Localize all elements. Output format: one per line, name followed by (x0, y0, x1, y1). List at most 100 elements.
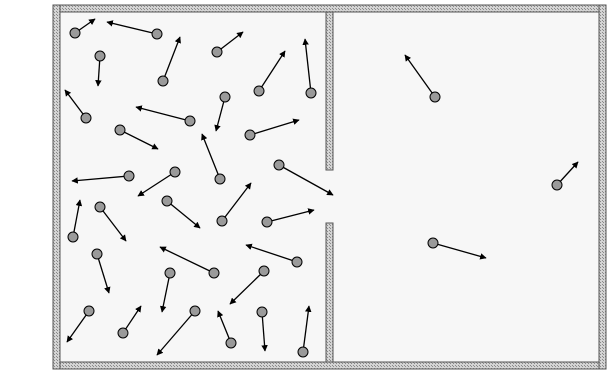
molecule (94, 50, 106, 87)
molecule (427, 237, 487, 260)
molecule (245, 243, 303, 268)
velocity-arrow (64, 89, 87, 119)
left-wall (52, 4, 61, 370)
molecule-particle (297, 346, 309, 358)
molecule (157, 36, 181, 87)
velocity-arrow (302, 305, 312, 353)
molecule-particle (256, 306, 268, 318)
velocity-arrow (119, 129, 159, 150)
velocity-arrow (135, 105, 191, 122)
velocity-arrow (404, 54, 436, 98)
molecule-particle (211, 46, 223, 58)
molecule (159, 246, 220, 279)
molecule-particle (151, 28, 163, 40)
molecule (114, 124, 159, 150)
partition-lower (325, 222, 334, 363)
molecule-particle (305, 87, 317, 99)
velocity-arrow (72, 199, 83, 238)
right-wall (598, 4, 607, 370)
molecule-particle (123, 170, 135, 182)
molecule-particle (157, 75, 169, 87)
velocity-arrow (96, 253, 111, 294)
velocity-arrow (245, 243, 298, 263)
velocity-arrow (214, 96, 226, 132)
top-wall (52, 4, 607, 13)
molecule (159, 267, 176, 313)
velocity-arrow (156, 310, 196, 356)
partition (325, 11, 334, 363)
molecule (91, 248, 111, 294)
velocity-arrow (66, 310, 90, 343)
molecule (256, 306, 268, 352)
molecule-particle (184, 115, 196, 127)
molecule-particle (427, 237, 439, 249)
velocity-arrow (71, 175, 130, 184)
molecule-particle (214, 173, 226, 185)
molecule (71, 170, 135, 184)
velocity-arrow (106, 20, 158, 35)
velocity-arrow (258, 50, 286, 92)
molecule (137, 166, 181, 197)
molecule-particle (94, 201, 106, 213)
molecule (106, 20, 163, 40)
partition-upper (325, 11, 334, 171)
velocity-arrow (432, 242, 487, 260)
molecule (201, 133, 226, 185)
molecule (273, 159, 334, 196)
molecule (211, 31, 244, 58)
molecule (261, 208, 315, 228)
molecule (302, 38, 317, 99)
molecule (64, 89, 92, 124)
molecule (94, 201, 127, 242)
molecule (229, 265, 270, 305)
molecule-particle (114, 124, 126, 136)
velocity-arrow (221, 182, 252, 222)
molecules-layer (64, 18, 579, 358)
molecule-particle (253, 85, 265, 97)
velocity-arrow (201, 133, 221, 180)
molecule-particle (208, 267, 220, 279)
molecule (404, 54, 441, 103)
molecule-particle (244, 129, 256, 141)
velocity-arrow (229, 270, 265, 305)
molecule-particle (551, 179, 563, 191)
velocity-arrow (302, 38, 312, 94)
molecule-particle (164, 267, 176, 279)
velocity-arrow (99, 206, 127, 242)
molecule-particle (219, 91, 231, 103)
molecule (117, 305, 142, 339)
molecule-particle (189, 305, 201, 317)
molecule-particle (273, 159, 285, 171)
velocity-arrow (137, 171, 176, 197)
molecule-particle (67, 231, 79, 243)
molecule-particle (261, 216, 273, 228)
molecule (297, 305, 312, 358)
velocity-arrow (261, 311, 268, 352)
molecule (69, 18, 96, 39)
molecule (216, 182, 252, 227)
velocity-arrow (159, 246, 215, 274)
bottom-wall (52, 361, 607, 370)
molecule-particle (69, 27, 81, 39)
molecule-particle (94, 50, 106, 62)
molecule (214, 91, 231, 132)
molecule-particle (216, 215, 228, 227)
molecule (217, 310, 237, 349)
velocity-arrow (278, 164, 334, 196)
velocity-arrow (162, 36, 181, 82)
molecule-particle (169, 166, 181, 178)
molecule-particle (258, 265, 270, 277)
molecule (156, 305, 201, 356)
velocity-arrow (249, 118, 300, 136)
velocity-arrow (266, 208, 315, 223)
molecule-particle (83, 305, 95, 317)
molecule (66, 305, 95, 343)
molecule-particle (80, 112, 92, 124)
velocity-arrow (217, 310, 232, 344)
molecule-particle (161, 195, 173, 207)
molecule-particle (91, 248, 103, 260)
velocity-arrow (166, 200, 201, 229)
molecule (244, 118, 300, 141)
